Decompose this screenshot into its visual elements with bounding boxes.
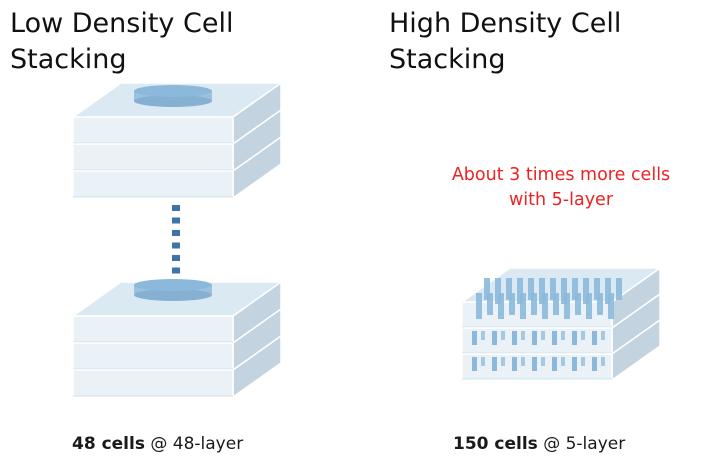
cell-column [572,278,578,300]
layer-front-face [72,170,234,199]
cell-cylinder-bottom [134,95,212,107]
cell-slice [572,331,577,345]
cell-slice [572,357,577,371]
low-density-layer-info: @ 48-layer [144,434,244,454]
cell-slice [492,331,497,345]
low-density-cell-count: 48 cells [72,434,145,454]
connector-dot [172,205,180,211]
high-density-title-line2: Stacking [389,44,506,75]
cell-slice [561,357,565,366]
high-density-layer-info: @ 5-layer [537,434,626,454]
cell-column [616,278,622,300]
cell-slice [512,331,517,345]
cell-cylinder-top [134,279,212,291]
high-density-title: High Density Cell Stacking [389,6,621,78]
cell-slice [532,357,537,371]
cell-column [484,278,490,300]
cell-slice [501,357,505,366]
cell-slice [541,357,545,366]
cell-column [605,278,611,304]
cell-column [531,293,537,315]
cell-column [608,293,614,319]
cell-column [476,293,482,319]
low-density-title-line1: Low Density Cell [10,8,234,39]
cell-cylinder-bottom [134,289,212,301]
layer-front-face [72,315,234,344]
cell-column [520,293,526,319]
connector-dot [172,217,180,224]
cell-column [561,278,567,304]
connector-dot [172,230,180,236]
cell-column [564,293,570,319]
cell-column [586,293,592,319]
cell-slice [512,357,517,371]
cell-slice [561,331,565,340]
low-density-title: Low Density Cell Stacking [10,6,233,78]
cell-slice [532,331,537,345]
connector-dot [172,255,180,261]
low-density-upper-stack [70,81,284,200]
cell-column [498,293,504,319]
cell-cylinder-top [134,85,212,97]
low-density-title-line2: Stacking [10,44,127,75]
cell-slice [581,357,585,366]
cell-slice [592,331,597,345]
high-density-stack [459,266,663,382]
cell-slice [601,331,605,340]
cell-slice [541,331,545,340]
low-density-caption: 48 cells @ 48-layer [72,434,243,454]
layer-front-face [72,116,234,145]
comparison-annotation: About 3 times more cells with 5-layer [420,163,702,213]
cell-column [517,278,523,304]
cell-slice [472,357,477,371]
cell-slice [552,357,557,371]
cell-column [597,293,603,315]
cell-column [495,278,501,304]
layer-front-face [72,369,234,398]
cell-column [594,278,600,300]
cell-column [487,293,493,315]
cell-column [539,278,545,304]
cell-slice [552,331,557,345]
high-density-title-line1: High Density Cell [389,8,622,39]
cell-column [509,293,515,315]
cell-slice [481,331,485,340]
dotted-connector [172,205,180,286]
cell-column [583,278,589,304]
cell-slice [501,331,505,340]
cell-slice [592,357,597,371]
cell-column [553,293,559,315]
cell-slice [492,357,497,371]
connector-dot [172,267,180,274]
cell-column [550,278,556,300]
cell-slice [581,331,585,340]
cell-slice [481,357,485,366]
cell-slice [521,331,525,340]
layer-front-face [72,342,234,371]
cell-slice [472,331,477,345]
cell-slice [601,357,605,366]
high-density-caption: 150 cells @ 5-layer [453,434,625,454]
annotation-line1: About 3 times more cells [451,165,671,185]
layer-front-face [72,143,234,172]
cell-column [542,293,548,319]
connector-dot [172,242,180,249]
low-density-lower-stack [70,279,284,399]
high-density-cell-count: 150 cells [453,434,538,454]
cell-slice [521,357,525,366]
cell-column [506,278,512,300]
cell-column [528,278,534,300]
annotation-line2: with 5-layer [508,190,614,210]
cell-column [575,293,581,315]
